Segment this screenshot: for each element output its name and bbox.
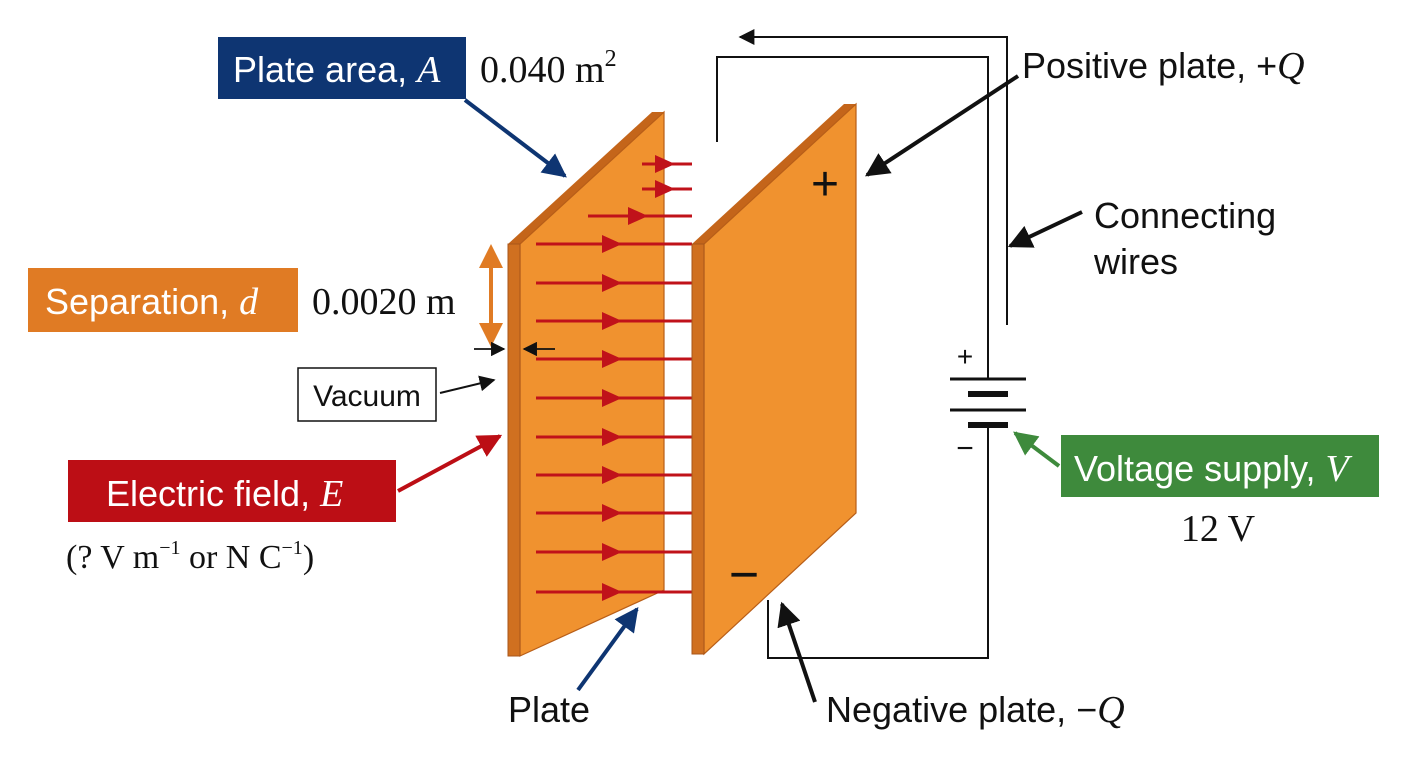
vacuum-pointer (439, 375, 496, 394)
field-arrowhead-2 (655, 180, 675, 198)
circuit-wires (716, 56, 989, 659)
positive-plate-label: Positive plate, +Q (1022, 45, 1305, 87)
left-plate (507, 110, 665, 657)
voltage-supply-pointer (1013, 431, 1061, 468)
left-plate-face (519, 110, 665, 657)
plate-pointer (576, 607, 639, 692)
positive-plate-pointer (864, 74, 1020, 177)
voltage-supply-label-box (1061, 435, 1379, 497)
battery-minus-label: − (956, 432, 974, 465)
plate-area-label-box (218, 37, 466, 99)
battery-symbol (950, 377, 1026, 428)
plate-label: Plate (508, 689, 590, 730)
voltage-supply-value: 12 V (1181, 508, 1256, 550)
field-arrowhead-12 (602, 543, 622, 561)
electric-field-label: Electric field, E (106, 473, 343, 515)
plate-area-pointer (463, 98, 567, 178)
right-plate-top-edge (692, 104, 856, 244)
field-arrowhead-5 (602, 274, 622, 292)
connecting-wires-label-line2: wires (1093, 241, 1178, 282)
negative-plate-label: Negative plate, −Q (826, 689, 1125, 731)
right-plate-side-edge (691, 243, 705, 655)
field-arrowhead-7 (602, 350, 622, 368)
separation-label: Separation, d (45, 281, 259, 323)
field-arrowhead-10 (602, 466, 622, 484)
right-plate (691, 102, 857, 656)
battery-plus-label: + (957, 341, 973, 372)
vacuum-label: Vacuum (313, 380, 421, 413)
positive-sign: + (811, 158, 839, 211)
electric-field-lines (536, 155, 692, 601)
electric-field-units: (? V m−1 or N C−1) (66, 537, 314, 576)
separation-label-box (28, 268, 298, 332)
field-arrowhead-8 (602, 389, 622, 407)
vacuum-label-box (297, 367, 437, 422)
field-arrowhead-13 (602, 583, 622, 601)
plate-area-label: Plate area, A (233, 49, 441, 91)
bottom-wire (767, 426, 989, 659)
left-plate-side-edge (507, 243, 521, 657)
field-arrowhead-1 (655, 155, 675, 173)
separation-value: 0.0020 m (312, 281, 456, 323)
negative-plate-pointer (777, 601, 817, 703)
top-wire (716, 56, 989, 378)
field-arrowhead-4 (602, 235, 622, 253)
electric-field-label-box (68, 460, 396, 522)
left-plate-top-edge (508, 112, 664, 244)
connecting-wires-pointer (1007, 210, 1083, 248)
current-direction-arrow (738, 29, 1008, 325)
field-arrowhead-11 (602, 504, 622, 522)
electric-field-pointer (397, 434, 503, 493)
connecting-wires-label-line1: Connecting (1094, 195, 1276, 236)
plate-area-value: 0.040 m2 (480, 46, 617, 91)
field-arrowhead-9 (602, 428, 622, 446)
voltage-supply-label: Voltage supply, V (1074, 448, 1353, 490)
field-arrowhead-6 (602, 312, 622, 330)
negative-sign: − (729, 546, 759, 604)
field-arrowhead-3 (628, 207, 648, 225)
